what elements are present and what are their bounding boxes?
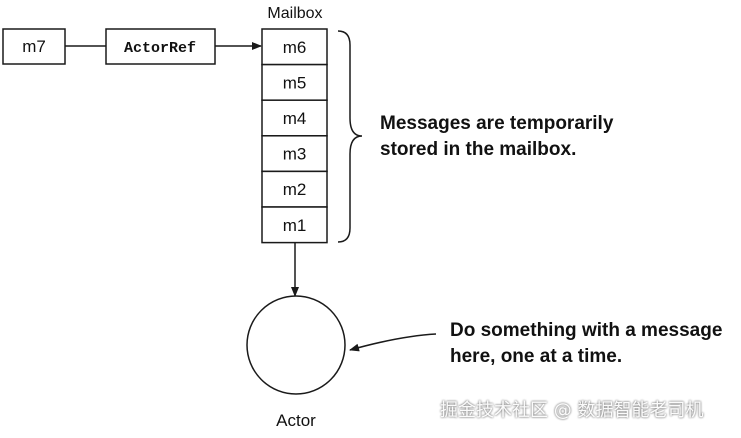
annotation-actor-line-2: here, one at a time. — [450, 346, 622, 367]
mailbox-cell — [261, 170, 328, 208]
mailbox-cell — [261, 135, 328, 173]
mailbox-message-label: m3 — [283, 145, 307, 164]
mailbox-brace — [337, 30, 363, 243]
mailbox-label: Mailbox — [267, 5, 322, 22]
actor-label: Actor — [276, 411, 316, 430]
actor-ref-label: ActorRef — [124, 40, 196, 57]
mailbox-cell — [261, 63, 328, 101]
mailbox-stack: m6 m5 m4 m3 m2 m1 — [261, 28, 328, 244]
annotation-mailbox-line-2: stored in the mailbox. — [380, 139, 576, 160]
actor-ref-box — [105, 28, 216, 65]
mailbox-cell — [261, 99, 328, 137]
mailbox-message-label: m5 — [283, 73, 307, 92]
mailbox-cell — [261, 206, 328, 244]
incoming-message-label: m7 — [22, 37, 46, 56]
arrow-annotation-actor — [349, 333, 437, 352]
actor-circle — [246, 295, 346, 395]
watermark-text: 掘金技术社区 @ 数据智能老司机 — [440, 400, 704, 421]
mailbox-cell — [261, 28, 328, 66]
mailbox-message-label: m6 — [283, 38, 307, 57]
incoming-message-box — [2, 28, 66, 65]
mailbox-message-label: m4 — [283, 109, 307, 128]
annotation-mailbox-line-1: Messages are temporarily — [380, 113, 614, 134]
mailbox-message-label: m2 — [283, 180, 307, 199]
annotation-actor-line-1: Do something with a message — [450, 320, 722, 341]
mailbox-message-label: m1 — [283, 216, 307, 235]
